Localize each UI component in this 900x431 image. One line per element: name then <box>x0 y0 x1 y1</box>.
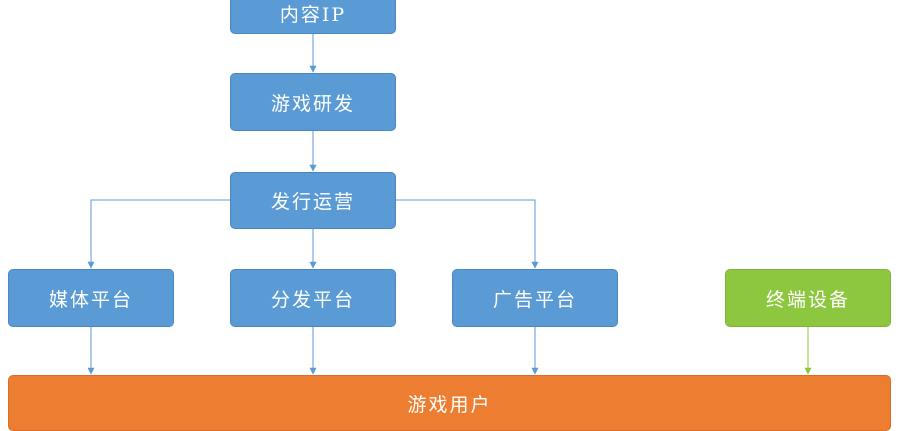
node-ad-platform: 广告平台 <box>452 269 618 327</box>
arrow-publishing-to-media <box>87 199 230 269</box>
node-media-platform: 媒体平台 <box>8 269 174 327</box>
node-game-users-label: 游戏用户 <box>407 393 492 416</box>
node-ad-platform-label: 广告平台 <box>492 288 577 311</box>
node-content-ip: 内容IP <box>230 0 396 34</box>
node-terminal-device-label: 终端设备 <box>765 288 850 311</box>
node-content-ip-label: 内容IP <box>279 3 347 26</box>
node-publishing: 发行运营 <box>230 172 396 229</box>
node-terminal-device: 终端设备 <box>725 269 891 327</box>
arrow-publishing-to-ad <box>396 199 539 269</box>
node-game-dev: 游戏研发 <box>230 73 396 131</box>
flow-connectors <box>87 34 812 375</box>
node-media-platform-label: 媒体平台 <box>48 288 133 311</box>
node-publishing-label: 发行运营 <box>270 191 355 213</box>
node-distribution-platform-label: 分发平台 <box>270 288 355 311</box>
node-game-dev-label: 游戏研发 <box>270 92 355 115</box>
node-distribution-platform: 分发平台 <box>230 269 396 327</box>
node-game-users: 游戏用户 <box>8 375 891 431</box>
